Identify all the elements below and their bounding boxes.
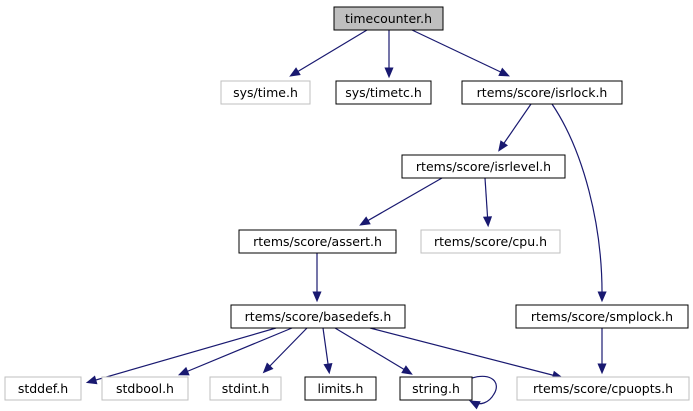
node-label: rtems/score/assert.h bbox=[253, 234, 382, 249]
arrowhead-icon bbox=[597, 291, 607, 303]
edge-isrlevel-to-assert bbox=[359, 177, 443, 226]
edge-isrlock-to-smplock bbox=[551, 103, 607, 303]
edge-basedefs-to-cpuopts bbox=[369, 327, 564, 380]
edge-basedefs-to-stdbool bbox=[177, 327, 293, 376]
node-box bbox=[304, 376, 377, 401]
edge-basedefs-to-string bbox=[334, 327, 413, 375]
node-label: rtems/score/isrlevel.h bbox=[416, 159, 551, 174]
node-label: stdint.h bbox=[222, 381, 270, 396]
edge-line bbox=[291, 29, 368, 76]
node-label: limits.h bbox=[318, 381, 364, 396]
arrowhead-icon bbox=[323, 362, 333, 375]
edge-line bbox=[411, 29, 508, 76]
node-box bbox=[238, 229, 397, 254]
edge-line bbox=[484, 177, 489, 225]
node-label: rtems/score/basedefs.h bbox=[245, 309, 392, 324]
node-box bbox=[333, 6, 444, 31]
node-stdbool: stdbool.h bbox=[101, 376, 189, 401]
node-box bbox=[209, 376, 282, 401]
node-label: rtems/score/cpuopts.h bbox=[533, 381, 673, 396]
node-box bbox=[461, 80, 623, 105]
edge-isrlevel-to-cpu bbox=[482, 177, 493, 228]
arrowhead-icon bbox=[289, 67, 301, 77]
node-label: stdbool.h bbox=[116, 381, 174, 396]
arrowhead-icon bbox=[177, 366, 190, 376]
edge-assert-to-basedefs bbox=[312, 253, 322, 303]
arrowhead-icon bbox=[359, 216, 371, 226]
arrowhead-icon bbox=[262, 362, 274, 374]
edge-line bbox=[88, 327, 277, 383]
node-box bbox=[335, 80, 432, 105]
arrowhead-icon bbox=[384, 67, 394, 79]
node-label: stddef.h bbox=[18, 381, 68, 396]
node-box bbox=[230, 304, 406, 329]
edge-line bbox=[471, 375, 497, 405]
node-box bbox=[516, 376, 690, 401]
edge-basedefs-to-stddef bbox=[85, 327, 277, 385]
arrowhead-icon bbox=[597, 363, 607, 375]
node-cpu: rtems/score/cpu.h bbox=[420, 229, 561, 254]
edge-line bbox=[499, 103, 532, 150]
node-box bbox=[220, 80, 311, 105]
node-limits[interactable]: limits.h bbox=[304, 376, 377, 401]
node-box bbox=[101, 376, 189, 401]
node-label: sys/time.h bbox=[233, 85, 298, 100]
edge-isrlock-to-isrlevel bbox=[498, 103, 532, 152]
node-cpuopts: rtems/score/cpuopts.h bbox=[516, 376, 690, 401]
arrowhead-icon bbox=[469, 400, 481, 410]
node-label: timecounter.h bbox=[345, 11, 432, 26]
edge-smplock-to-cpuopts bbox=[597, 328, 607, 375]
edge-basedefs-to-stdint bbox=[262, 327, 308, 374]
node-label: rtems/score/isrlock.h bbox=[477, 85, 608, 100]
node-assert[interactable]: rtems/score/assert.h bbox=[238, 229, 397, 254]
node-stdint: stdint.h bbox=[209, 376, 282, 401]
arrowhead-icon bbox=[85, 375, 98, 385]
node-timecounter[interactable]: timecounter.h bbox=[333, 6, 444, 31]
node-smplock[interactable]: rtems/score/smplock.h bbox=[515, 304, 689, 329]
node-box bbox=[401, 154, 566, 179]
arrowhead-icon bbox=[482, 216, 493, 228]
edge-basedefs-to-limits bbox=[322, 327, 333, 375]
edge-timecounter-to-sys_timetc bbox=[384, 30, 394, 79]
arrowhead-icon bbox=[498, 67, 510, 77]
edge-line bbox=[369, 327, 561, 378]
node-box bbox=[399, 376, 473, 401]
edges-layer bbox=[85, 29, 607, 410]
node-label: rtems/score/cpu.h bbox=[434, 234, 547, 249]
edge-line bbox=[551, 103, 603, 300]
node-label: rtems/score/smplock.h bbox=[531, 309, 673, 324]
edge-string-to-string bbox=[469, 375, 497, 410]
edge-timecounter-to-isrlock bbox=[411, 29, 510, 77]
node-label: string.h bbox=[412, 381, 460, 396]
edge-line bbox=[361, 177, 443, 225]
node-sys-timetc[interactable]: sys/timetc.h bbox=[335, 80, 432, 105]
arrowhead-icon bbox=[401, 365, 413, 375]
node-isrlevel[interactable]: rtems/score/isrlevel.h bbox=[401, 154, 566, 179]
edge-line bbox=[180, 327, 293, 375]
node-label: sys/timetc.h bbox=[345, 85, 422, 100]
edge-timecounter-to-sys_time bbox=[289, 29, 368, 77]
nodes-layer: timecounter.h sys/time.h sys/timetc.h rtems… bbox=[4, 6, 690, 401]
node-box bbox=[4, 376, 82, 401]
node-isrlock[interactable]: rtems/score/isrlock.h bbox=[461, 80, 623, 105]
arrowhead-icon bbox=[498, 140, 509, 152]
edge-line bbox=[334, 327, 411, 374]
node-box bbox=[515, 304, 689, 329]
node-basedefs[interactable]: rtems/score/basedefs.h bbox=[230, 304, 406, 329]
node-stddef: stddef.h bbox=[4, 376, 82, 401]
node-box bbox=[420, 229, 561, 254]
edge-line bbox=[264, 327, 308, 372]
arrowhead-icon bbox=[312, 291, 322, 303]
node-string[interactable]: string.h bbox=[399, 376, 473, 401]
node-sys-time: sys/time.h bbox=[220, 80, 311, 105]
